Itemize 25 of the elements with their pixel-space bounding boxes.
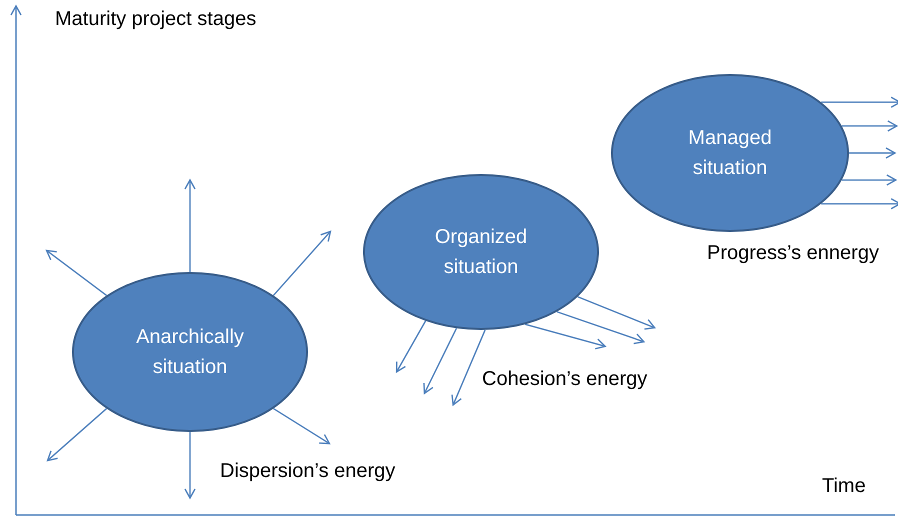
stage-label: Organized situation <box>434 225 528 280</box>
energy-caption: Progress’s ennergy <box>707 242 879 265</box>
energy-caption: Cohesion’s energy <box>482 368 648 391</box>
axis-title: Maturity project stages <box>55 8 256 31</box>
stage-label: Managed situation <box>687 126 773 181</box>
energy-arrow <box>821 96 898 108</box>
stage-label: Anarchically situation <box>135 325 245 380</box>
energy-arrow <box>396 320 426 373</box>
energy-arrow <box>451 330 486 406</box>
energy-arrow <box>556 311 645 344</box>
energy-arrow <box>184 179 196 272</box>
axis-title: Time <box>822 475 866 498</box>
energy-arrow <box>46 250 107 296</box>
energy-arrow <box>842 120 898 132</box>
energy-arrow <box>184 432 196 499</box>
energy-arrow <box>273 408 330 444</box>
energy-arrow <box>272 230 332 296</box>
energy-arrow <box>821 198 898 210</box>
energy-arrow <box>423 328 458 394</box>
energy-arrow <box>577 296 656 330</box>
energy-arrow <box>849 147 896 159</box>
energy-caption: Dispersion’s energy <box>220 460 396 483</box>
energy-arrow <box>525 324 606 350</box>
energy-arrow <box>46 408 108 462</box>
energy-arrow <box>842 174 897 186</box>
